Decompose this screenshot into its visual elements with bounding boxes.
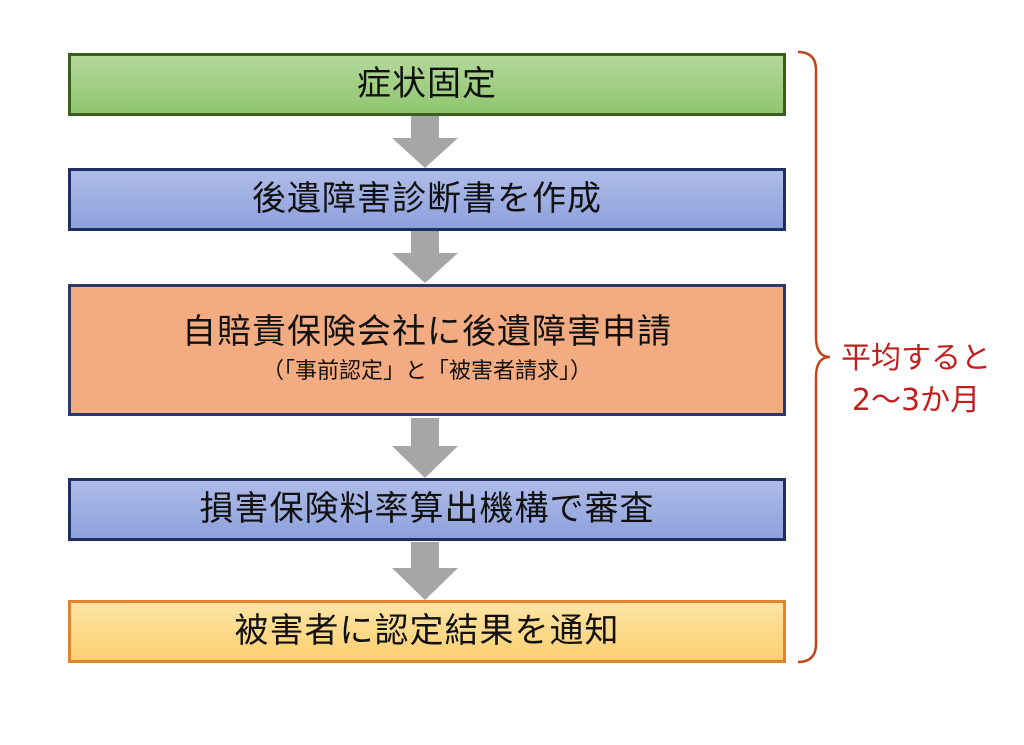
step-sublabel: （「事前認定」と「被害者請求」） <box>261 359 592 385</box>
step-label: 後遺障害診断書を作成 <box>252 178 602 219</box>
step-notify-result: 被害者に認定結果を通知 <box>68 600 786 663</box>
right-curly-bracket-icon <box>797 50 831 664</box>
step-apply-insurer: 自賠責保険会社に後遺障害申請 （「事前認定」と「被害者請求」） <box>68 284 786 416</box>
step-label: 症状固定 <box>357 63 497 104</box>
step-create-certificate: 後遺障害診断書を作成 <box>68 168 786 231</box>
down-arrow-icon <box>392 116 458 168</box>
down-arrow-icon <box>392 418 458 478</box>
step-label: 被害者に認定結果を通知 <box>234 610 620 651</box>
duration-line2: 2～3か月 <box>851 383 981 418</box>
duration-line1: 平均すると <box>841 341 991 376</box>
step-label: 損害保険料率算出機構で審査 <box>199 488 655 529</box>
down-arrow-icon <box>392 542 458 600</box>
step-review: 損害保険料率算出機構で審査 <box>68 478 786 541</box>
duration-label: 平均すると 2～3か月 <box>826 338 1006 422</box>
step-label: 自賠責保険会社に後遺障害申請 <box>182 312 672 353</box>
step-symptom-fixed: 症状固定 <box>68 53 786 116</box>
down-arrow-icon <box>392 231 458 283</box>
